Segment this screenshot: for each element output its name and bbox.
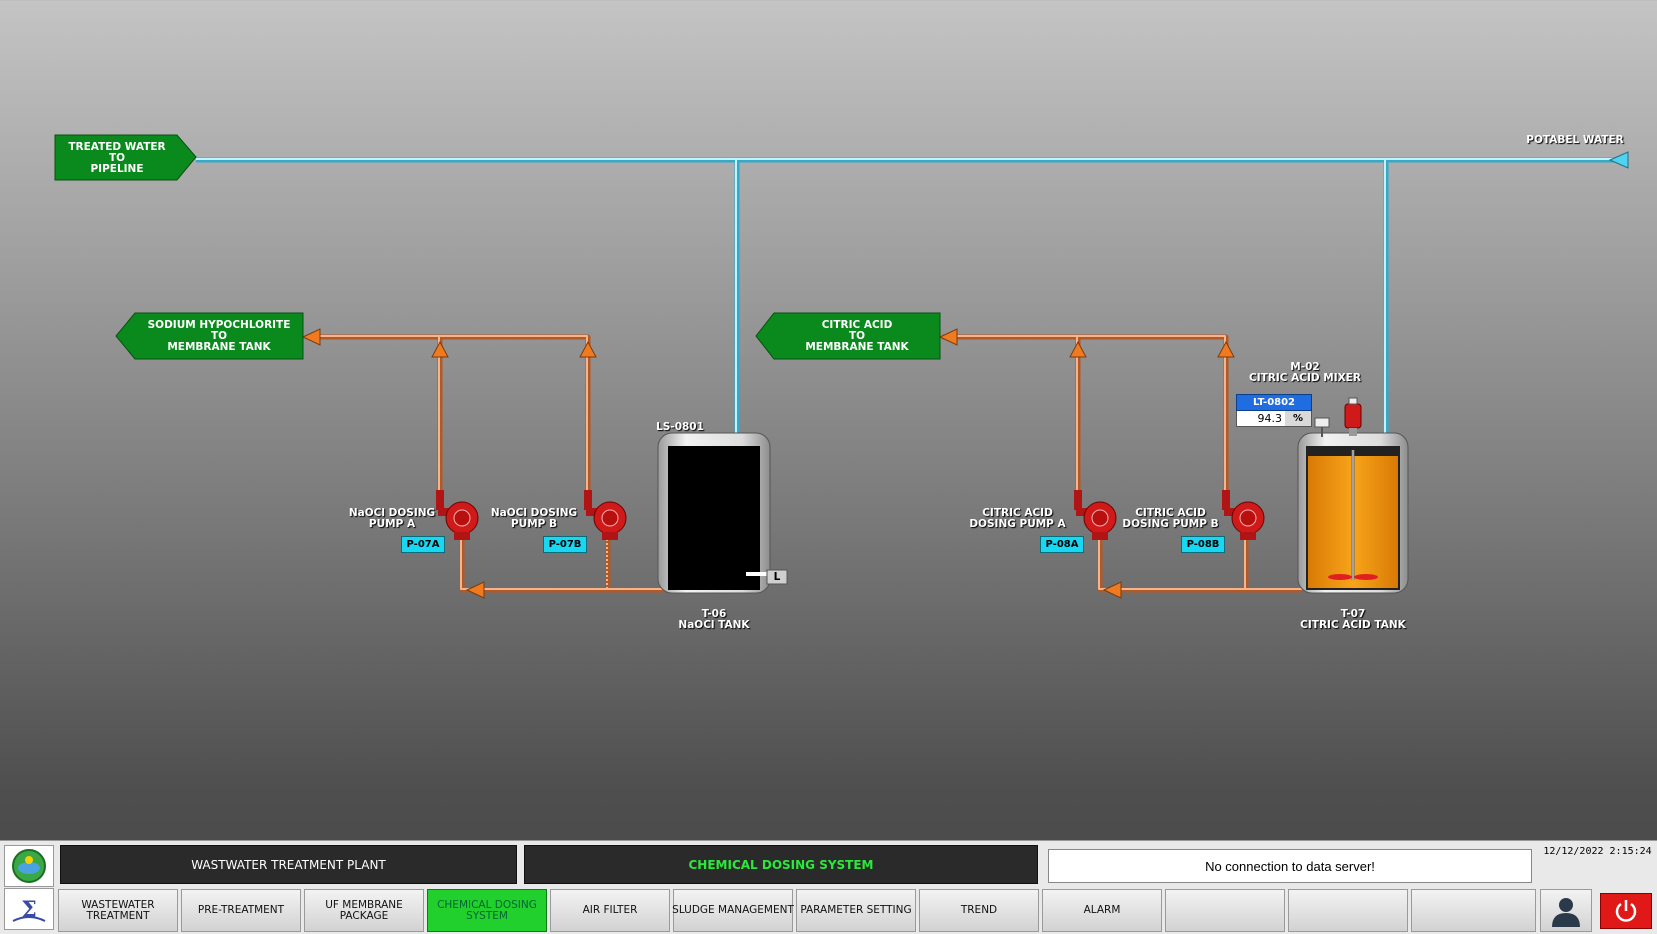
citric-acid-tank: [1297, 397, 1409, 594]
potable-water-inlet-arrow: [1608, 151, 1629, 169]
screen-title: CHEMICAL DOSING SYSTEM: [524, 845, 1038, 884]
nav-blank-1[interactable]: [1165, 889, 1285, 932]
svg-text:Σ: Σ: [21, 897, 37, 923]
ls-0801-label: LS-0801: [656, 421, 704, 433]
treated-water-flag-label: TREATED WATER TO PIPELINE: [68, 140, 166, 175]
nav-parameter-setting[interactable]: PARAMETER SETTING: [796, 889, 916, 932]
nav-wastewater-treatment[interactable]: WASTEWATER TREATMENT: [58, 889, 178, 932]
water-pipes: [196, 157, 1622, 440]
pump-p08a-tag[interactable]: P-08A: [1040, 536, 1084, 553]
bottom-navigation-bar: Σ WASTWATER TREATMENT PLANT CHEMICAL DOS…: [0, 840, 1657, 934]
company-logo-icon: Σ: [4, 888, 54, 930]
nav-pre-treatment[interactable]: PRE-TREATMENT: [181, 889, 301, 932]
nav-trend[interactable]: TREND: [919, 889, 1039, 932]
pump-p07a-tag[interactable]: P-07A: [401, 536, 445, 553]
tank-t06-label: T-06 NaOCl TANK: [678, 608, 750, 631]
plant-title: WASTWATER TREATMENT PLANT: [60, 845, 517, 884]
pump-p07b-tag[interactable]: P-07B: [543, 536, 587, 553]
power-icon: [1615, 900, 1637, 922]
process-diagram: [54, 134, 1629, 599]
nav-sludge-management[interactable]: SLUDGE MANAGEMENT: [672, 889, 794, 932]
nav-blank-3[interactable]: [1411, 889, 1536, 932]
naocl-flag: [115, 312, 304, 360]
pump-p07a-icon: [436, 490, 479, 540]
nav-alarm[interactable]: ALARM: [1042, 889, 1162, 932]
datetime-display: 12/12/2022 2:15:24: [1543, 846, 1652, 857]
naocl-tank: [657, 432, 788, 594]
citric-flag-label: CITRIC ACID TO MEMBRANE TANK: [805, 318, 909, 353]
pump-p07a-label: NaOCl DOSING PUMP A: [348, 507, 436, 530]
potable-water-label: POTABEL WATER: [1526, 134, 1624, 146]
user-icon: [1552, 897, 1580, 927]
nav-uf-membrane-package[interactable]: UF MEMBRANE PACKAGE: [304, 889, 424, 932]
mixer-m02-label: M-02 CITRIC ACID MIXER: [1249, 361, 1361, 384]
naocl-flag-label: SODIUM HYPOCHLORITE TO MEMBRANE TANK: [147, 318, 291, 353]
pump-p08b-tag[interactable]: P-08B: [1181, 536, 1225, 553]
lt-0802-indicator[interactable]: LT-0802 94.3 %: [1236, 394, 1312, 427]
lt-0802-value: 94.3: [1237, 411, 1285, 426]
lt-0802-unit: %: [1285, 411, 1311, 426]
pump-p08a-icon: [1074, 490, 1117, 540]
naocl-pipes: [318, 334, 664, 593]
user-login-button[interactable]: [1540, 889, 1592, 932]
nav-blank-2[interactable]: [1288, 889, 1408, 932]
pump-p07b-label: NaOCl DOSING PUMP B: [490, 507, 578, 530]
pump-p07b-icon: [584, 490, 627, 540]
nav-chemical-dosing-system[interactable]: CHEMICAL DOSING SYSTEM: [427, 889, 547, 932]
lt-0802-tag: LT-0802: [1236, 394, 1312, 411]
treated-water-flag: [54, 134, 197, 181]
shutdown-button[interactable]: [1600, 893, 1652, 929]
level-switch-letter: L: [773, 571, 781, 583]
pump-p08b-icon: [1222, 490, 1265, 540]
citric-flag: [755, 312, 941, 360]
pump-p08a-label: CITRIC ACID DOSING PUMP A: [969, 507, 1066, 530]
pump-p08b-label: CITRIC ACID DOSING PUMP B: [1122, 507, 1219, 530]
connection-status: No connection to data server!: [1048, 849, 1532, 883]
nav-air-filter[interactable]: AIR FILTER: [550, 889, 670, 932]
plant-logo-icon: [4, 845, 54, 887]
tank-t07-label: T-07 CITRIC ACID TANK: [1300, 608, 1406, 631]
